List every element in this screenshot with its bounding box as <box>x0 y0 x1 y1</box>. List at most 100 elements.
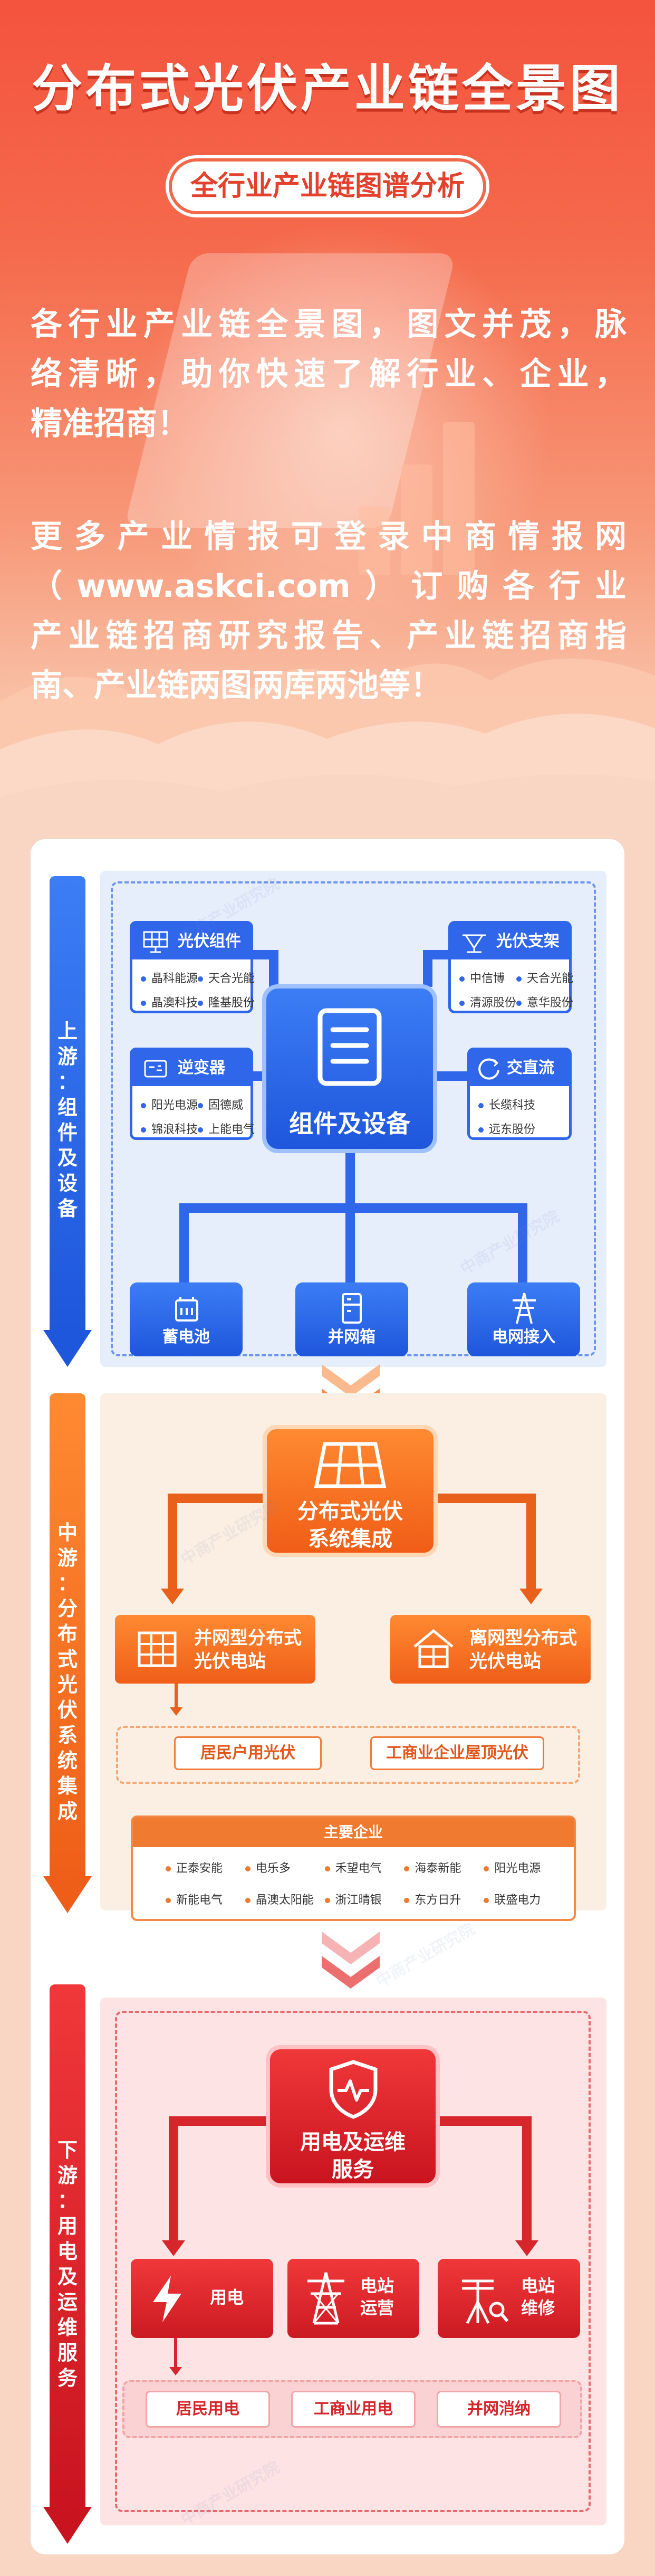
company-item: 固德威 <box>198 1096 255 1113</box>
pv-system-integration-hub: 分布式光伏 系统集成 <box>263 1425 438 1557</box>
company-item: 清源股份 <box>459 993 516 1010</box>
repair-icon <box>462 2279 509 2324</box>
downstream-dashed-frame <box>115 2011 591 2512</box>
inverter-icon <box>144 1060 167 1078</box>
box-label-line: 电站 <box>521 2276 555 2296</box>
pv-bracket-box: 光伏支架 中信博 天合光能 清源股份 意华股份 <box>448 921 573 1013</box>
document-list-icon <box>317 1008 382 1086</box>
intro-line: 精准招商！ <box>31 405 189 442</box>
company-item: 意华股份 <box>516 993 573 1010</box>
chart-bar-decoration <box>359 507 390 575</box>
box-label-line: 维修 <box>521 2298 555 2318</box>
company-item: 隆基股份 <box>198 993 255 1010</box>
box-label-line: 运营 <box>360 2298 394 2318</box>
intro-line: （www.askci.com）订购各行业 <box>31 568 627 605</box>
station-label-line: 并网型分布式 <box>194 1628 302 1649</box>
solar-array-icon <box>314 1442 387 1488</box>
hub-label: 组件及设备 <box>289 1109 410 1138</box>
hub-label: 分布式光伏 系统集成 <box>267 1498 434 1553</box>
power-consumption-box: 用电 <box>131 2259 273 2338</box>
components-equipment-hub: 组件及设备 <box>262 984 437 1153</box>
battery-box: 蓄电池 <box>130 1282 243 1356</box>
company-item: 新能电气 <box>166 1890 245 1907</box>
company-item: 长缆科技 <box>478 1096 564 1113</box>
grid-box: 并网箱 <box>295 1282 408 1356</box>
inverter-title: 逆变器 <box>132 1050 251 1086</box>
company-item: 海泰新能 <box>404 1859 484 1876</box>
house-panel-icon <box>413 1629 454 1668</box>
downstream-side-arrow: 下游：用电及运维服务 <box>43 1984 92 2544</box>
header-banner: 分布式光伏产业链全景图 全行业产业链图谱分析 各行业产业链全景图，图文并茂，脉 … <box>0 0 655 834</box>
pv-module-title: 光伏组件 <box>132 924 251 959</box>
power-tower-icon <box>513 1292 536 1324</box>
shield-pulse-icon <box>329 2060 378 2119</box>
company-item: 电乐多 <box>245 1859 325 1876</box>
company-item: 晶澳太阳能 <box>245 1890 325 1907</box>
intro-line: 产业链招商研究报告、产业链招商指 <box>31 617 627 654</box>
battery-label: 蓄电池 <box>162 1328 210 1346</box>
flow-chevron-down-icon <box>322 1932 380 1989</box>
station-maintenance-box: 电站 维修 <box>438 2259 580 2338</box>
downstream-side-label: 下游：用电及运维服务 <box>57 2138 78 2390</box>
box-label: 电站 维修 <box>521 2275 555 2319</box>
box-label: 电站 运营 <box>360 2275 394 2319</box>
station-operation-box: 电站 运营 <box>287 2259 419 2338</box>
inverter-box: 逆变器 阳光电源 固德威 锦浪科技 上能电气 <box>130 1048 255 1140</box>
hub-label-line: 用电及运维 <box>300 2130 406 2154</box>
company-item: 浙江晴银 <box>325 1890 404 1907</box>
hub-label-line: 系统集成 <box>308 1527 392 1551</box>
midstream-side-label: 中游：分布式光伏系统集成 <box>57 1521 78 1823</box>
hub-label-line: 服务 <box>332 2157 374 2182</box>
company-item: 阳光电源 <box>484 1859 563 1876</box>
chart-bar-decoration <box>401 464 432 575</box>
bracket-icon <box>463 934 486 953</box>
company-item: 晶科能源 <box>141 969 198 986</box>
residential-pv-pill: 居民户用光伏 <box>174 1736 322 1770</box>
company-item: 联盛电力 <box>484 1890 563 1907</box>
subtitle-text: 全行业产业链图谱分析 <box>190 170 465 202</box>
page-title: 分布式光伏产业链全景图 <box>32 59 623 118</box>
main-companies-panel: 主要企业 正泰安能 电乐多 禾望电气 海泰新能 阳光电源 新能电气 晶澳太阳能 … <box>131 1815 576 1921</box>
company-item: 阳光电源 <box>141 1096 198 1113</box>
company-item: 锦浪科技 <box>141 1120 198 1137</box>
company-item: 正泰安能 <box>166 1859 245 1876</box>
background-glow <box>132 222 554 644</box>
company-item: 天合光能 <box>516 969 573 986</box>
upstream-side-label: 上游：组件及设备 <box>57 1020 78 1220</box>
company-item: 远东股份 <box>478 1120 564 1137</box>
company-item: 上能电气 <box>198 1120 255 1137</box>
station-label-line: 光伏电站 <box>469 1651 541 1672</box>
subtitle-pill: 全行业产业链图谱分析 <box>169 158 486 214</box>
grid-box-icon <box>342 1293 362 1324</box>
box-label-line: 电站 <box>360 2276 394 2296</box>
intro-paragraph-1: 各行业产业链全景图，图文并茂，脉 络清晰，助你快速了解行业、企业， 精准招商！ <box>31 300 627 449</box>
pv-module-box: 光伏组件 晶科能源 天合光能 晶澳科技 隆基股份 <box>130 921 255 1013</box>
power-om-service-hub: 用电及运维 服务 <box>266 2045 440 2188</box>
pv-bracket-title: 光伏支架 <box>451 924 569 959</box>
hub-label-line: 分布式光伏 <box>297 1499 403 1524</box>
grid-connected-station-box: 并网型分布式 光伏电站 <box>115 1615 315 1684</box>
commercial-rooftop-pv-pill: 工商业企业屋顶光伏 <box>370 1736 544 1770</box>
intro-line: 各行业产业链全景图，图文并茂，脉 <box>31 306 627 343</box>
grid-panel-icon <box>138 1631 177 1667</box>
station-label-line: 离网型分布式 <box>469 1628 577 1649</box>
off-grid-station-box: 离网型分布式 光伏电站 <box>390 1615 591 1684</box>
grid-connection-box: 电网接入 <box>467 1282 580 1356</box>
solar-panel-icon <box>143 931 168 953</box>
intro-line: 南、产业链两图两库两池等！ <box>31 667 442 704</box>
companies-title: 主要企业 <box>133 1818 574 1847</box>
company-item: 禾望电气 <box>325 1859 404 1876</box>
mountain-decoration <box>0 658 655 834</box>
tower-icon <box>307 2272 344 2325</box>
intro-line: 更多产业情报可登录中商情报网 <box>31 518 627 555</box>
intro-line: 络清晰，助你快速了解行业、企业， <box>31 356 627 393</box>
company-item: 天合光能 <box>198 969 255 986</box>
grid-connection-label: 电网接入 <box>492 1328 555 1346</box>
company-item: 中信博 <box>459 969 516 986</box>
midstream-dashed-frame <box>116 1726 580 1784</box>
intro-paragraph-2: 更多产业情报可登录中商情报网 （www.askci.com）订购各行业 产业链招… <box>31 512 627 710</box>
ac-dc-cable-box: 交直流电缆 长缆科技 远东股份 <box>467 1048 572 1140</box>
lightning-icon <box>153 2276 181 2322</box>
company-item: 晶澳科技 <box>141 993 198 1010</box>
station-label-line: 光伏电站 <box>194 1651 266 1672</box>
